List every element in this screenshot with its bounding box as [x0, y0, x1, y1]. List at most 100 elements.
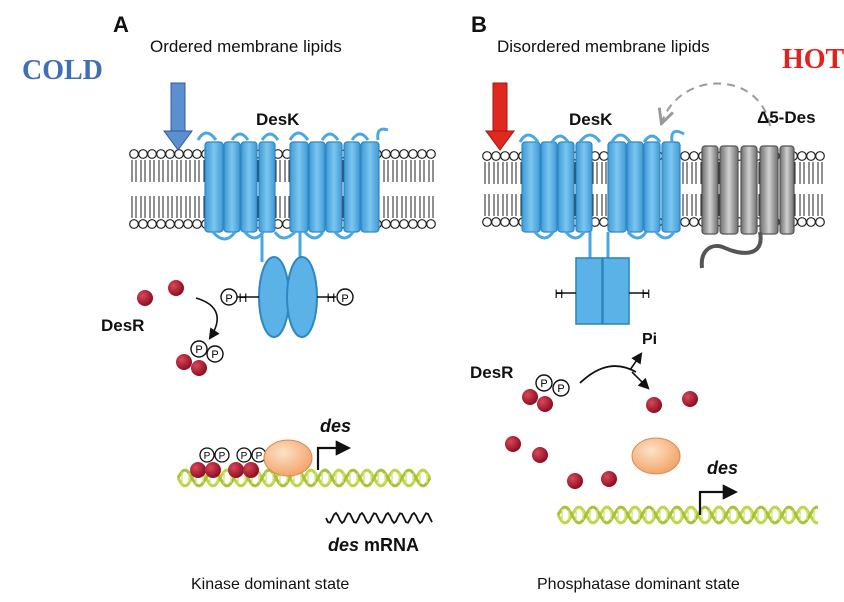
- lipid-tail: [601, 194, 607, 216]
- desk-helix: [223, 141, 241, 233]
- desr-label-a: DesR: [101, 316, 145, 335]
- desk-dhp-domain-b: [556, 257, 648, 325]
- desk-transmembrane-helices-a: [204, 141, 380, 233]
- desk-helix: [607, 141, 627, 233]
- lipid-head: [500, 217, 510, 227]
- lipid-tail: [428, 196, 434, 218]
- lipid-head: [399, 219, 409, 229]
- desk-kinase-domain-a: [258, 256, 318, 338]
- desk-helix: [289, 141, 309, 233]
- histidine-label: H: [555, 287, 564, 301]
- membrane-bilayer-left: [129, 149, 436, 229]
- desaturase-feedback-arrow: [662, 82, 771, 126]
- lipid-head: [192, 219, 202, 229]
- lipid-head: [408, 149, 418, 159]
- desk-helix: [258, 141, 276, 233]
- phospho-label: P: [241, 451, 248, 462]
- lipid-tail: [284, 196, 290, 218]
- lipid-tail: [493, 194, 499, 216]
- desk-helix: [325, 141, 343, 233]
- lipid-head: [806, 151, 816, 161]
- desk-helix: [240, 141, 258, 233]
- lipid-tail: [493, 162, 499, 184]
- desk-helix: [521, 141, 541, 233]
- lipid-tail: [682, 162, 688, 184]
- rna-polymerase-a: [263, 439, 313, 477]
- lipid-head: [174, 219, 184, 229]
- lipid-head: [381, 149, 391, 159]
- lipid-tail: [392, 160, 398, 182]
- lipid-head: [165, 149, 175, 159]
- pi-release-arrow: [629, 352, 643, 371]
- panel-a-subtitle: Ordered membrane lipids: [150, 37, 342, 56]
- phospho-circles-desr-b: [535, 374, 570, 397]
- lipid-head: [815, 217, 825, 227]
- lipid-tail: [511, 194, 517, 216]
- lipid-head: [689, 151, 699, 161]
- phosphotransfer-arrow-a: [195, 297, 220, 340]
- lipid-tail: [383, 160, 389, 182]
- lipid-tail: [511, 162, 517, 184]
- lipid-tail: [392, 196, 398, 218]
- hot-label: HOT: [782, 44, 844, 75]
- mrna-strand: [325, 511, 433, 525]
- desaturase-label: Δ5-Des: [757, 108, 816, 127]
- phospho-label: P: [341, 293, 348, 305]
- phospho-circles-desr-a: [190, 340, 224, 363]
- lipid-tail: [808, 162, 814, 184]
- lipid-tail: [401, 160, 407, 182]
- lipid-head: [183, 219, 193, 229]
- transcription-arrow-a: [316, 440, 352, 470]
- lipid-head: [500, 151, 510, 161]
- phospho-label: P: [225, 293, 232, 305]
- lipid-head: [417, 219, 427, 229]
- lipid-tail: [682, 194, 688, 216]
- lipid-tail: [428, 160, 434, 182]
- desk-loops-b: [518, 129, 685, 260]
- histidine-phospho-right-a: [317, 288, 354, 306]
- lipid-head: [147, 149, 157, 159]
- lipid-head: [815, 151, 825, 161]
- lipid-tail: [167, 196, 173, 218]
- lipid-tail: [275, 160, 281, 182]
- lipid-head: [482, 217, 492, 227]
- lipid-tail: [502, 162, 508, 184]
- lipid-head: [390, 219, 400, 229]
- lipid-tail: [194, 196, 200, 218]
- lipid-head: [408, 219, 418, 229]
- dephosphorylation-curve: [579, 365, 637, 384]
- lipid-tail: [419, 160, 425, 182]
- histidine-label: H: [642, 287, 651, 301]
- lipid-head: [138, 219, 148, 229]
- lipid-tail: [140, 196, 146, 218]
- desr-bound-dna-a: [190, 447, 267, 478]
- desr-molecules-b: [505, 389, 698, 489]
- desr-release-arrow: [631, 371, 650, 390]
- panel-b-footer: Phosphatase dominant state: [537, 576, 740, 593]
- lipid-tail: [419, 196, 425, 218]
- lipid-head: [797, 151, 807, 161]
- desr-label-b: DesR: [470, 363, 514, 382]
- desk-helix: [204, 141, 224, 233]
- lipid-head: [491, 217, 501, 227]
- phospho-label: P: [195, 344, 202, 356]
- desk-helix: [575, 141, 593, 233]
- lipid-tail: [410, 196, 416, 218]
- delta5-desaturase-helices: [701, 145, 795, 235]
- desk-helix: [626, 141, 644, 233]
- desk-helix: [360, 141, 380, 233]
- lipid-head: [797, 217, 807, 227]
- dna-strand: [556, 505, 818, 525]
- lipid-tail: [817, 162, 823, 184]
- pi-label: Pi: [642, 331, 658, 348]
- lipid-tail: [185, 160, 191, 182]
- lipid-head: [138, 149, 148, 159]
- desaturase-helix: [740, 145, 758, 235]
- lipid-tail: [131, 160, 137, 182]
- lipid-head: [147, 219, 157, 229]
- lipid-head: [509, 151, 519, 161]
- lipid-tail: [410, 160, 416, 182]
- lipid-head: [183, 149, 193, 159]
- desk-helix: [343, 141, 361, 233]
